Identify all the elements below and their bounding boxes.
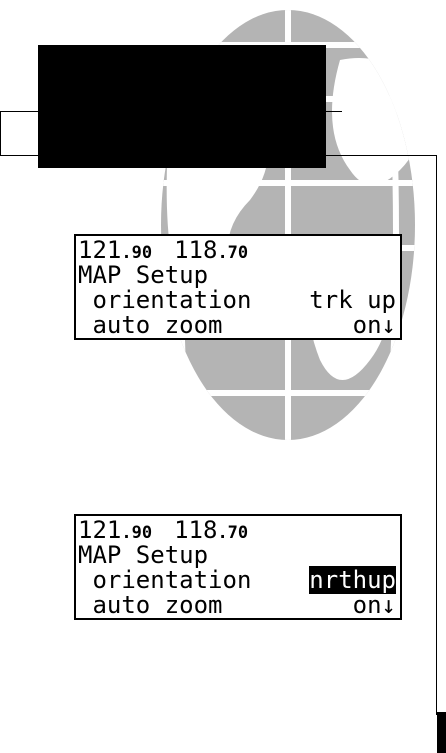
auto-zoom-row: auto zoom on↓ (78, 313, 400, 338)
orientation-value-highlighted[interactable]: nrthup (309, 566, 396, 594)
leader-line-vertical (436, 155, 437, 715)
callout-tab-box (0, 111, 38, 156)
orientation-label: orientation (92, 286, 252, 314)
frequency-row: 121.90 118.70 (78, 516, 400, 544)
nav-frequency-decimal: .70 (217, 243, 249, 263)
com-frequency-decimal: .90 (121, 243, 153, 263)
auto-zoom-value[interactable]: on (352, 311, 382, 339)
lcd-screen-1: 121.90 118.70 MAP Setup orientation trk up… (74, 234, 402, 340)
leader-line-horizontal (326, 155, 437, 156)
scroll-down-arrow-icon: ↓ (381, 311, 396, 339)
lcd-screen-2: 121.90 118.70 MAP Setup orientation nrthup… (74, 514, 402, 620)
nav-frequency-decimal: .70 (217, 523, 249, 543)
nav-frequency: 118 (174, 236, 218, 264)
auto-zoom-row: auto zoom on↓ (78, 593, 400, 618)
page-title: MAP Setup (78, 541, 209, 569)
title-black-block (38, 45, 326, 168)
com-frequency-decimal: .90 (121, 523, 153, 543)
com-frequency: 121 (78, 236, 122, 264)
orientation-label: orientation (92, 566, 252, 594)
frequency-row: 121.90 118.70 (78, 236, 400, 264)
orientation-row: orientation nrthup (78, 566, 400, 594)
auto-zoom-value[interactable]: on (352, 591, 382, 619)
nav-frequency: 118 (174, 516, 218, 544)
auto-zoom-label: auto zoom (92, 311, 223, 339)
page-title: MAP Setup (78, 261, 209, 289)
orientation-value[interactable]: trk up (309, 286, 396, 314)
auto-zoom-label: auto zoom (92, 591, 223, 619)
orientation-row: orientation trk up (78, 288, 400, 313)
page-edge-tab (437, 712, 446, 753)
scroll-down-arrow-icon: ↓ (381, 591, 396, 619)
com-frequency: 121 (78, 516, 122, 544)
